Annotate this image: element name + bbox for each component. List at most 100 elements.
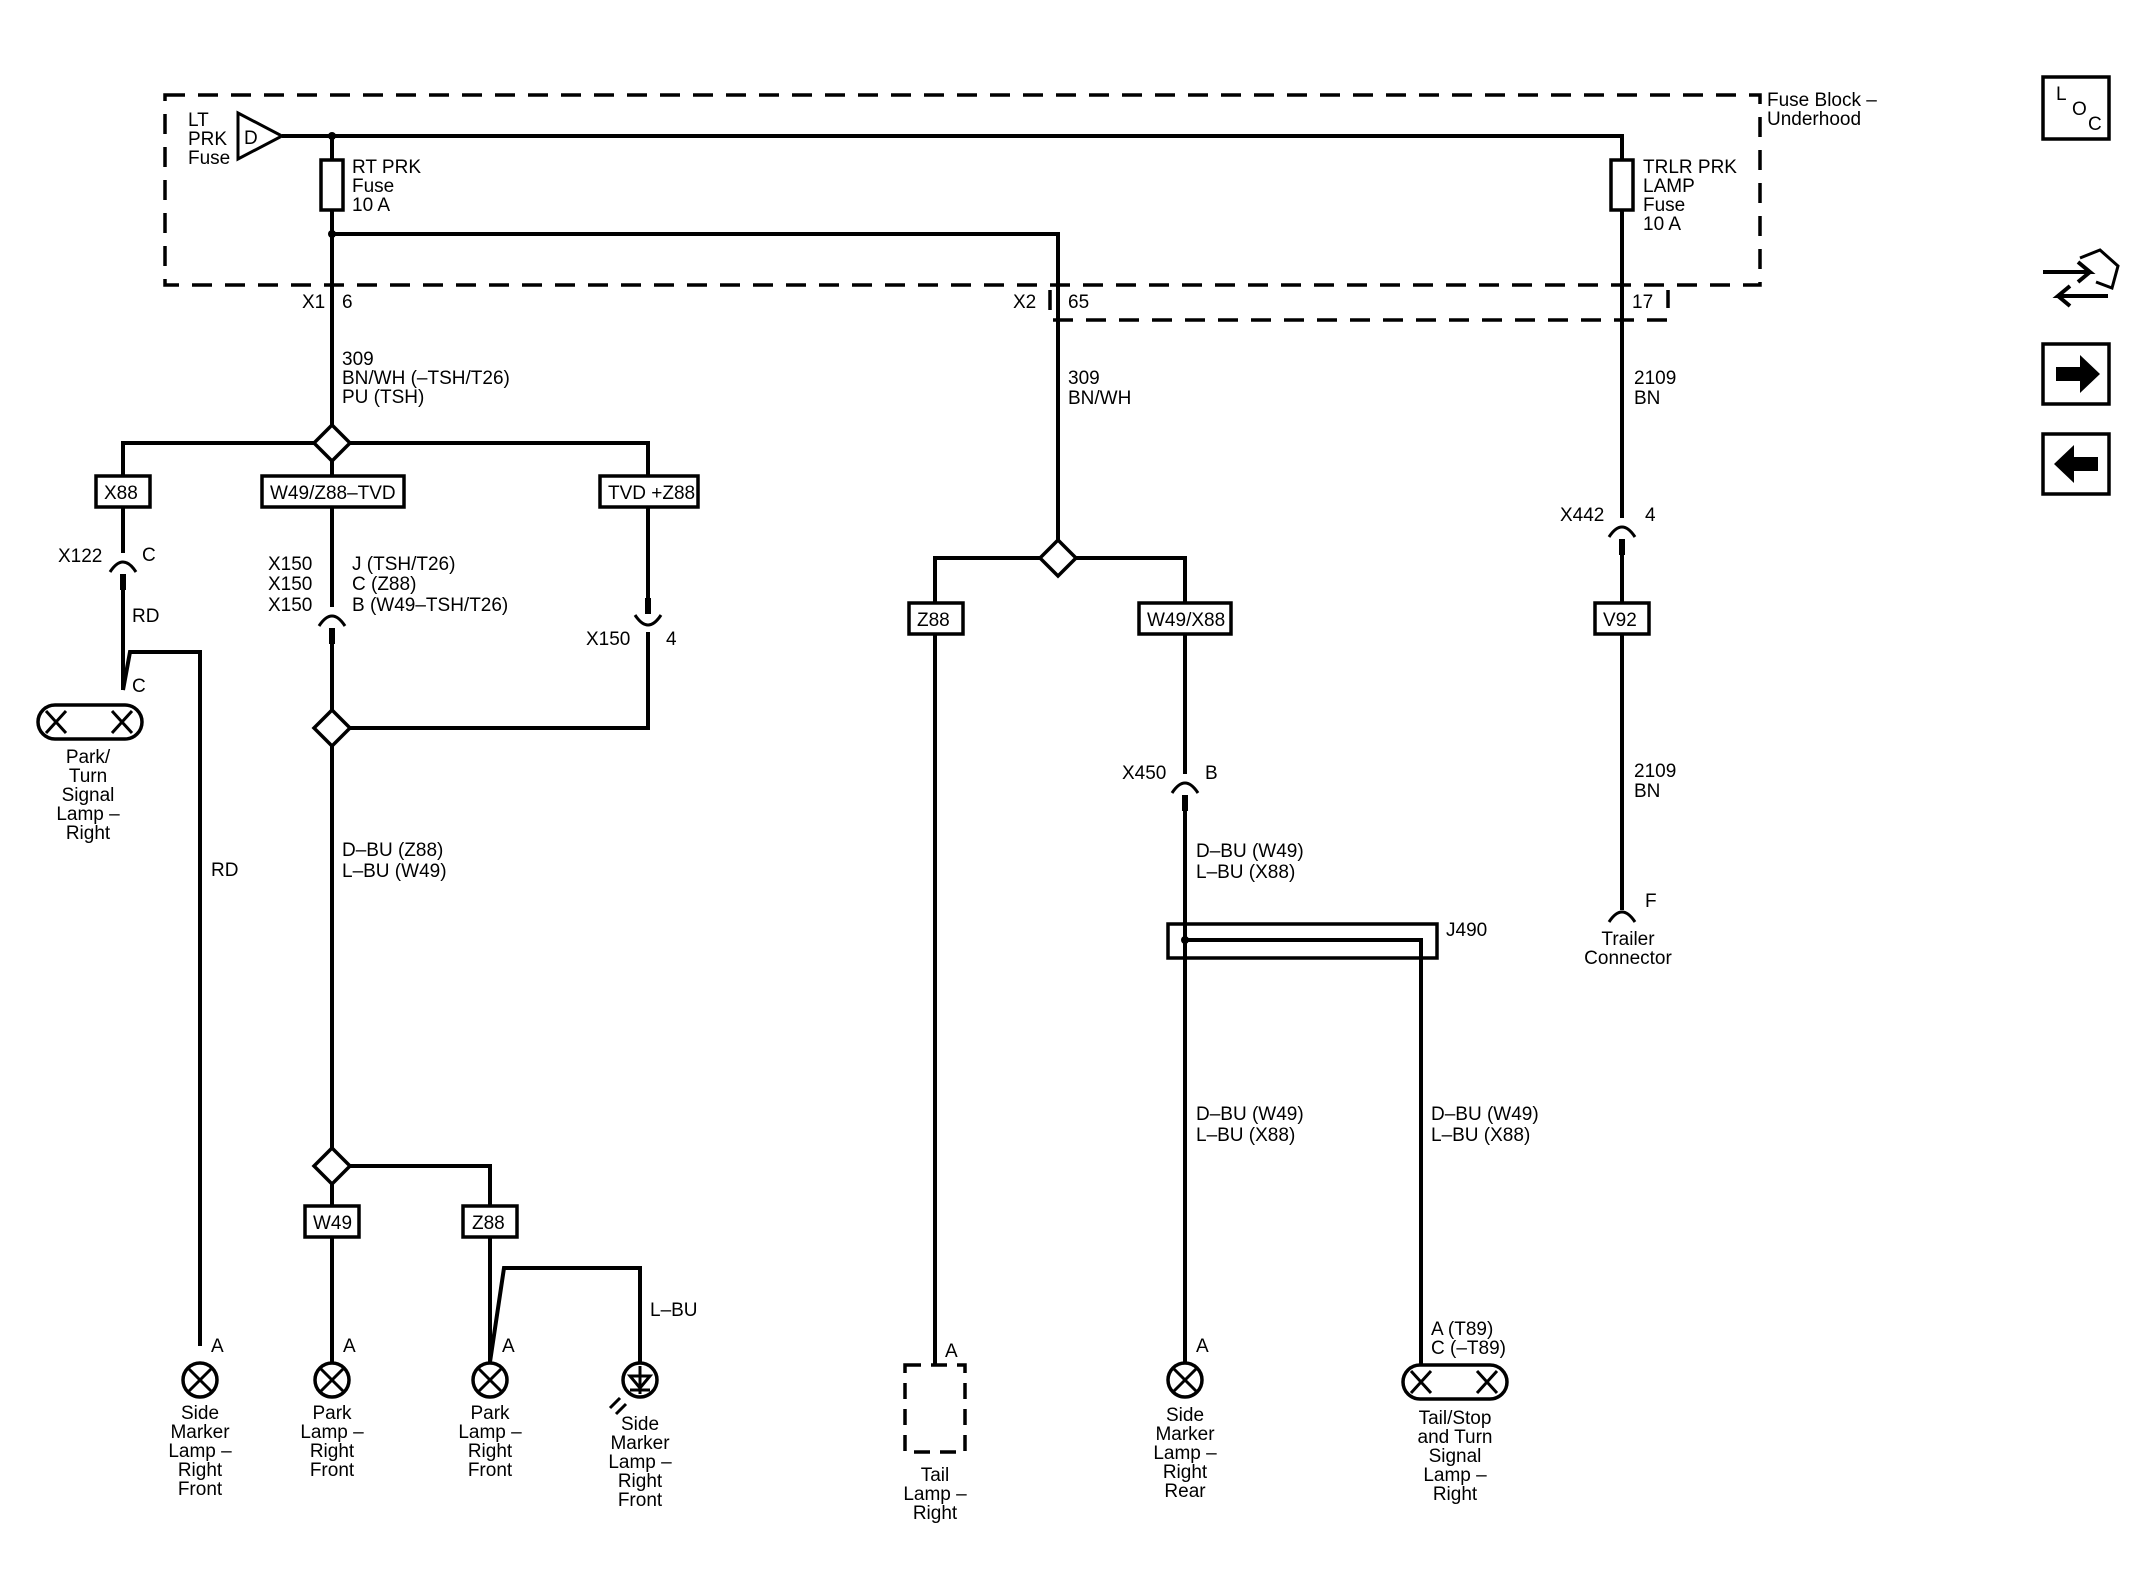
svg-text:Front: Front <box>310 1460 355 1481</box>
x450-label: X450 <box>1122 763 1166 784</box>
x150-pin4-connector <box>633 614 663 627</box>
svg-text:C (–T89): C (–T89) <box>1431 1338 1506 1359</box>
svg-text:Right: Right <box>913 1503 958 1524</box>
trailer-connector: F Trailer Connector <box>1584 891 1672 969</box>
svg-text:A: A <box>343 1336 356 1357</box>
lt-prk-label-3: Fuse <box>188 148 230 169</box>
svg-text:X150: X150 <box>268 574 312 595</box>
svg-text:Turn: Turn <box>69 766 107 787</box>
rt-prk-label-3: 10 A <box>352 195 390 216</box>
x150-b-label: X150 <box>586 629 630 650</box>
x122-connector <box>108 560 138 573</box>
svg-text:Front: Front <box>618 1490 663 1511</box>
svg-text:Lamp –: Lamp – <box>1423 1465 1487 1486</box>
svg-text:Lamp –: Lamp – <box>300 1422 364 1443</box>
x122-label: X122 <box>58 546 102 567</box>
svg-text:X150: X150 <box>268 595 312 616</box>
x122-pin: C <box>142 545 156 566</box>
previous-button[interactable] <box>2041 432 2111 496</box>
svg-text:A: A <box>1196 1336 1209 1357</box>
svg-text:Z88: Z88 <box>472 1213 505 1234</box>
svg-text:TVD +Z88: TVD +Z88 <box>608 483 695 504</box>
option-x88: X88 <box>94 474 152 509</box>
park-lamp-right-front-w49: A Park Lamp – Right Front <box>300 1336 364 1481</box>
x450-connector <box>1170 781 1200 794</box>
w309-left-3: PU (TSH) <box>342 387 424 408</box>
svg-text:Signal: Signal <box>62 785 115 806</box>
x2-pin-65: 65 <box>1068 292 1089 313</box>
svg-text:Rear: Rear <box>1164 1481 1206 1502</box>
x442-label: X442 <box>1560 505 1604 526</box>
svg-text:Right: Right <box>310 1441 355 1462</box>
option-z88-mid: Z88 <box>907 601 965 636</box>
led-arrows-icon <box>608 1396 628 1416</box>
fuse-block-label-1: Fuse Block – <box>1767 90 1877 111</box>
svg-text:Marker: Marker <box>1155 1424 1215 1445</box>
svg-text:J (TSH/T26): J (TSH/T26) <box>352 554 455 575</box>
svg-text:Lamp –: Lamp – <box>608 1452 672 1473</box>
svg-text:D–BU (Z88): D–BU (Z88) <box>342 840 443 861</box>
connector-view-icon[interactable] <box>2043 248 2120 308</box>
previous-arrow-icon <box>2054 445 2098 483</box>
svg-text:Park/: Park/ <box>66 747 111 768</box>
svg-text:Side: Side <box>1166 1405 1204 1426</box>
park-turn-signal-lamp-right: C Park/ Turn Signal Lamp – Right <box>36 676 146 844</box>
park-turn-pin: C <box>132 676 146 697</box>
loc-icon-o: O <box>2072 99 2087 120</box>
option-v92: V92 <box>1593 601 1651 636</box>
rt-prk-fuse: RT PRK Fuse 10 A <box>319 136 421 234</box>
option-z88-low: Z88 <box>461 1204 519 1239</box>
trlr-prk-lamp-fuse: TRLR PRK LAMP Fuse 10 A <box>1609 157 1737 235</box>
svg-text:Trailer: Trailer <box>1601 929 1655 950</box>
option-w49-z88-tvd: W49/Z88–TVD <box>260 474 406 509</box>
lbu-wire: L–BU <box>650 1300 698 1321</box>
next-button[interactable] <box>2041 342 2111 406</box>
svg-text:Lamp –: Lamp – <box>1153 1443 1217 1464</box>
svg-text:X88: X88 <box>104 483 138 504</box>
j490-label: J490 <box>1446 920 1487 941</box>
svg-text:Right: Right <box>1433 1484 1478 1505</box>
fuse-block-underhood: Fuse Block – Underhood <box>163 90 1877 287</box>
svg-text:Side: Side <box>181 1403 219 1424</box>
svg-text:B (W49–TSH/T26): B (W49–TSH/T26) <box>352 595 508 616</box>
side-marker-lamp-right-front-led: Side Marker Lamp – Right Front <box>608 1361 672 1511</box>
rt-prk-branch-wire <box>332 232 1060 542</box>
svg-text:A: A <box>211 1336 224 1357</box>
tail-lamp-right: A Tail Lamp – Right <box>903 1341 967 1524</box>
svg-text:2109: 2109 <box>1634 761 1676 782</box>
trlr-prk-label-3: Fuse <box>1643 195 1685 216</box>
option-tvd-z88: TVD +Z88 <box>598 474 700 509</box>
svg-text:2109: 2109 <box>1634 368 1676 389</box>
rt-prk-label-1: RT PRK <box>352 157 421 178</box>
svg-text:Right: Right <box>1163 1462 1208 1483</box>
x2-label: X2 <box>1013 292 1036 313</box>
svg-text:L–BU (X88): L–BU (X88) <box>1431 1125 1530 1146</box>
svg-text:and Turn: and Turn <box>1418 1427 1493 1448</box>
lt-prk-label-2: PRK <box>188 129 227 150</box>
svg-text:Lamp –: Lamp – <box>458 1422 522 1443</box>
svg-text:Marker: Marker <box>610 1433 670 1454</box>
svg-text:A: A <box>502 1336 515 1357</box>
x1-label: X1 <box>302 292 325 313</box>
svg-text:Z88: Z88 <box>917 610 950 631</box>
svg-text:L–BU (X88): L–BU (X88) <box>1196 1125 1295 1146</box>
loc-button[interactable]: L O C <box>2041 75 2111 141</box>
svg-text:Marker: Marker <box>170 1422 230 1443</box>
lt-prk-label-1: LT <box>188 110 209 131</box>
splice-diamond-mid <box>1037 537 1079 579</box>
svg-text:Front: Front <box>468 1460 513 1481</box>
svg-text:Park: Park <box>470 1403 510 1424</box>
svg-text:A (T89): A (T89) <box>1431 1319 1493 1340</box>
loc-icon-c: C <box>2088 114 2102 135</box>
svg-text:Front: Front <box>178 1479 223 1500</box>
svg-text:Right: Right <box>618 1471 663 1492</box>
x1-pin: 6 <box>342 292 353 313</box>
splice-diamond-top-left <box>311 422 353 464</box>
lt-prk-fuse: LT PRK Fuse D <box>188 110 286 169</box>
side-marker-lamp-right-rear: A Side Marker Lamp – Right Rear <box>1153 1336 1217 1502</box>
svg-text:BN: BN <box>1634 388 1660 409</box>
svg-text:C (Z88): C (Z88) <box>352 574 416 595</box>
svg-text:Lamp –: Lamp – <box>56 804 120 825</box>
svg-text:D–BU (W49): D–BU (W49) <box>1431 1104 1539 1125</box>
